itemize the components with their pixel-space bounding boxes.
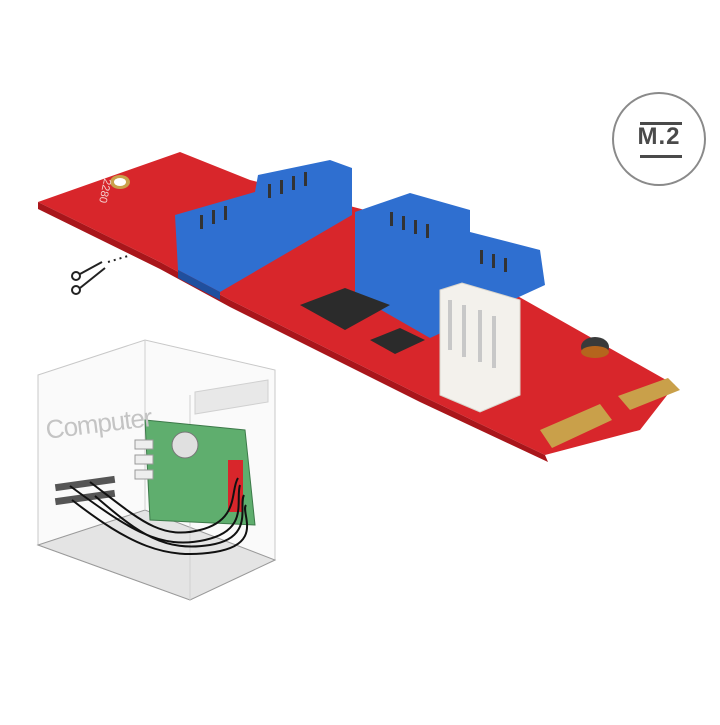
usb-header-1 <box>175 160 352 292</box>
gold-contacts <box>540 404 612 448</box>
badge-bar-top <box>640 122 682 125</box>
m2-badge-icon: M.2 <box>612 92 706 186</box>
badge-label: M.2 <box>637 123 681 150</box>
scissors-icon <box>71 255 129 295</box>
computer-case-illustration <box>36 339 277 601</box>
small-chip <box>370 328 425 354</box>
badge-bar-bottom <box>640 155 682 158</box>
controller-chip <box>300 288 390 330</box>
